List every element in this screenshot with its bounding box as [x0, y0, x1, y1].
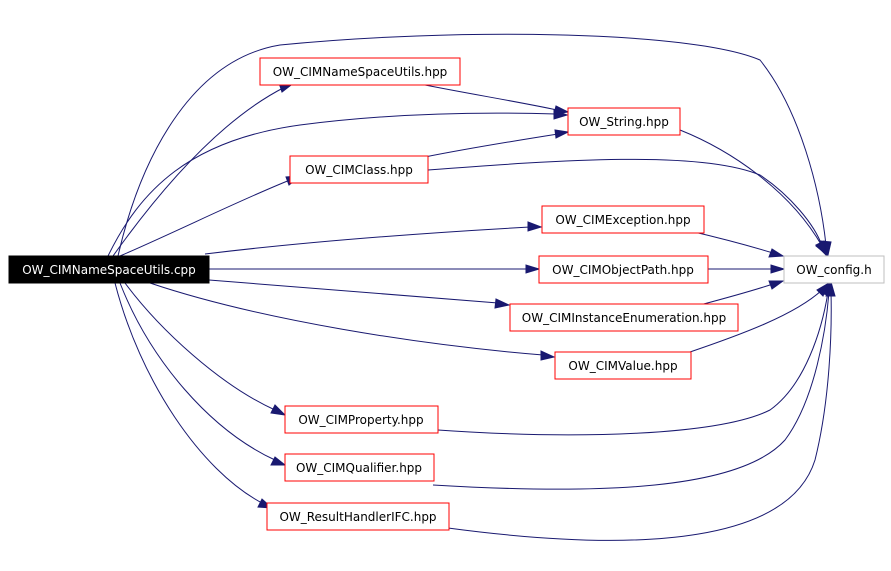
- edge-arrow: [826, 280, 836, 297]
- edge-root-cimexception: [204, 226, 531, 255]
- edge-arrow: [540, 350, 556, 361]
- node-label: OW_CIMObjectPath.hpp: [552, 263, 694, 277]
- edge-root-cimvalue: [149, 282, 544, 356]
- node-string-hpp[interactable]: OW_String.hpp: [567, 107, 681, 136]
- node-cimvalue-hpp[interactable]: OW_CIMValue.hpp: [554, 351, 692, 380]
- edge-arrow: [270, 404, 287, 416]
- edge-arrow: [553, 109, 569, 120]
- node-label: OW_String.hpp: [579, 115, 669, 129]
- edge-arrow: [270, 456, 287, 466]
- node-cimclass-hpp[interactable]: OW_CIMClass.hpp: [289, 155, 429, 184]
- node-box: [538, 255, 709, 284]
- graph-edges: [107, 33, 836, 541]
- node-root-box: [8, 255, 210, 284]
- graph-nodes: OW_CIMNameSpaceUtils.cpp OW_CIMNameSpace…: [8, 57, 885, 531]
- node-box: [284, 453, 435, 482]
- edge-root-string: [107, 112, 557, 257]
- edge-arrow: [768, 248, 785, 258]
- edge-cimclass-config: [427, 158, 823, 247]
- node-config-h[interactable]: OW_config.h: [783, 255, 885, 284]
- edge-arrow: [770, 264, 786, 274]
- edge-root-resulthandler: [114, 282, 263, 504]
- edge-cimexception-config: [689, 230, 774, 254]
- node-cimproperty-hpp[interactable]: OW_CIMProperty.hpp: [284, 405, 439, 434]
- node-box: [289, 155, 429, 184]
- node-cimexception-hpp[interactable]: OW_CIMException.hpp: [541, 205, 705, 234]
- node-cimqualifier-hpp[interactable]: OW_CIMQualifier.hpp: [284, 453, 435, 482]
- node-root[interactable]: OW_CIMNameSpaceUtils.cpp: [8, 255, 210, 284]
- node-label: OW_CIMValue.hpp: [568, 359, 677, 373]
- node-label: OW_CIMNameSpaceUtils.hpp: [273, 65, 448, 79]
- node-label: OW_CIMException.hpp: [555, 213, 690, 227]
- edge-root-cimclass: [119, 179, 291, 257]
- node-namespaceutils-hpp[interactable]: OW_CIMNameSpaceUtils.hpp: [259, 57, 461, 86]
- edge-resulthandler-config: [447, 291, 832, 541]
- node-box: [541, 205, 705, 234]
- node-root-label: OW_CIMNameSpaceUtils.cpp: [22, 263, 196, 277]
- node-resulthandler-hpp[interactable]: OW_ResultHandlerIFC.hpp: [266, 502, 450, 531]
- node-box: [284, 405, 439, 434]
- node-label: OW_config.h: [796, 263, 871, 277]
- node-cimobjectpath-hpp[interactable]: OW_CIMObjectPath.hpp: [538, 255, 709, 284]
- edge-cimclass-string: [424, 133, 559, 158]
- node-box: [567, 107, 681, 136]
- node-label: OW_CIMClass.hpp: [305, 163, 413, 177]
- edge-arrow: [554, 129, 570, 139]
- edge-root-namespaceutils: [112, 86, 286, 257]
- edge-root-cimproperty: [124, 282, 276, 411]
- node-label: OW_CIMProperty.hpp: [298, 413, 423, 427]
- node-box: [783, 255, 885, 284]
- edge-arrow: [494, 298, 511, 309]
- node-box: [509, 303, 739, 332]
- node-box: [259, 57, 461, 86]
- node-label: OW_CIMInstanceEnumeration.hpp: [522, 311, 726, 325]
- node-ciminstanceenum-hpp[interactable]: OW_CIMInstanceEnumeration.hpp: [509, 303, 739, 332]
- edge-cimvalue-config: [689, 289, 823, 353]
- node-box: [554, 351, 692, 380]
- edge-ciminstanceenum-config: [699, 283, 774, 306]
- edge-arrow: [525, 264, 541, 274]
- edge-root-config: [117, 33, 827, 257]
- node-box: [266, 502, 450, 531]
- node-label: OW_ResultHandlerIFC.hpp: [279, 510, 436, 524]
- edge-arrow: [527, 221, 543, 232]
- edge-root-cimqualifier: [119, 282, 276, 461]
- edge-root-ciminstanceenum: [208, 279, 499, 304]
- edge-cimqualifier-config: [432, 291, 830, 490]
- node-label: OW_CIMQualifier.hpp: [296, 461, 422, 475]
- edge-cimproperty-config: [437, 291, 829, 436]
- edge-arrow: [815, 240, 827, 257]
- edge-arrow: [768, 280, 785, 290]
- edge-namespaceutils-string: [419, 83, 558, 111]
